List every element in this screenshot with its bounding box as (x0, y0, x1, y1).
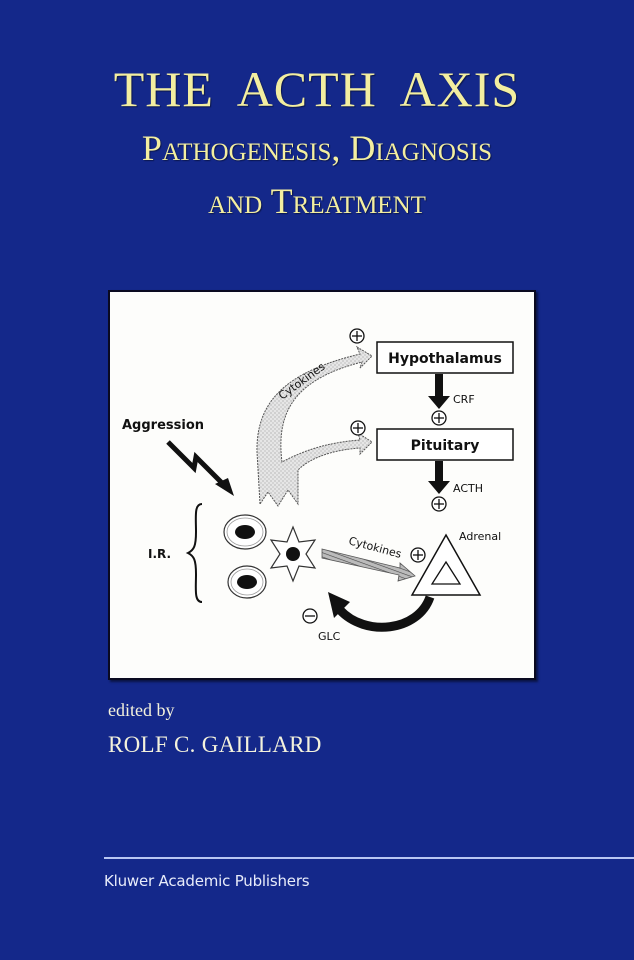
cytokines-feedback-arrow-icon (256, 345, 373, 507)
immune-cell-icon (227, 565, 267, 599)
plus-sign-icon (410, 547, 426, 563)
aggression-label: Aggression (122, 418, 204, 433)
brace-icon (185, 503, 203, 603)
cytokines-label-upper: Cytokines (276, 360, 328, 402)
cover-illustration: Hypothalamus CRF Pituitary ACTH (108, 290, 536, 680)
immune-cell-icon (223, 514, 267, 550)
glc-label: GLC (318, 630, 341, 643)
editor-name: ROLF C. GAILLARD (108, 732, 322, 757)
lightning-arrow-icon (166, 440, 234, 496)
adrenal-triangle-icon (410, 533, 482, 596)
plus-sign-icon (431, 496, 447, 512)
book-subtitle-line2: and Treatment (208, 181, 426, 221)
acth-label: ACTH (453, 482, 483, 495)
minus-sign-icon (302, 608, 318, 624)
pituitary-label: Pituitary (411, 438, 480, 454)
title-block: THE ACTH AXIS Pathogenesis, Diagnosis an… (0, 58, 634, 226)
plus-sign-icon (349, 328, 365, 344)
cytokines-arrow-icon (321, 548, 416, 582)
glc-feedback-arrow-icon (328, 592, 435, 632)
macrophage-star-icon (269, 525, 317, 583)
divider-rule (104, 857, 634, 859)
pituitary-box: Pituitary (376, 428, 514, 461)
crf-label: CRF (453, 393, 475, 406)
acth-axis-diagram: Hypothalamus CRF Pituitary ACTH (122, 328, 514, 643)
adrenal-label: Adrenal (459, 530, 501, 543)
publisher-name: Kluwer Academic Publishers (104, 872, 310, 890)
acth-arrow-icon (428, 461, 450, 494)
ir-label: I.R. (148, 547, 171, 561)
hypothalamus-label: Hypothalamus (388, 351, 502, 367)
book-title: THE ACTH AXIS (113, 61, 521, 117)
plus-sign-icon (350, 420, 366, 436)
plus-sign-icon (431, 410, 447, 426)
book-subtitle-line1: Pathogenesis, Diagnosis (141, 128, 493, 168)
crf-arrow-icon (428, 374, 450, 409)
edited-by-label: edited by (108, 700, 175, 720)
hypothalamus-box: Hypothalamus (376, 341, 514, 374)
